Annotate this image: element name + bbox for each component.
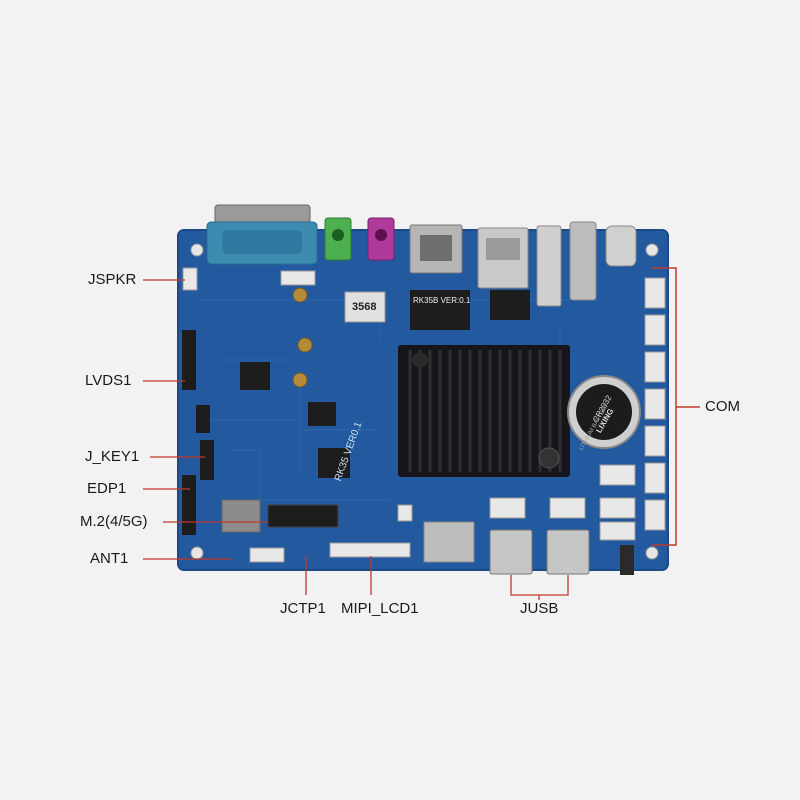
coin-battery <box>567 375 641 449</box>
label-m2: M.2(4/5G) <box>80 513 148 530</box>
lvds-header <box>182 330 196 390</box>
sticker-text: RK35B VER:0.1 <box>413 296 471 305</box>
mounting-holes <box>190 243 659 560</box>
m2-slot <box>267 504 339 528</box>
ram-chip <box>490 290 530 320</box>
db9-serial-connector <box>206 204 318 265</box>
usb-vertical-port <box>536 225 562 307</box>
usb-c-port <box>605 225 637 267</box>
label-lvds1: LVDS1 <box>85 372 132 389</box>
io-chip <box>308 402 336 426</box>
pmic-chip <box>240 362 270 390</box>
heatsink <box>398 345 570 477</box>
label-mipi-lcd1: MIPI_LCD1 <box>341 600 419 617</box>
mipi-lcd-connector <box>329 542 411 558</box>
sd-card-slot <box>423 521 475 563</box>
audio-codec-chip <box>318 448 350 478</box>
jctp-connector <box>249 547 285 563</box>
chip-marking-text: 3568 <box>352 301 377 313</box>
edp-header <box>182 475 196 535</box>
wifi-module <box>221 499 261 533</box>
label-ant1: ANT1 <box>90 550 129 567</box>
label-jctp1: JCTP1 <box>280 600 326 617</box>
callout-lines <box>143 279 569 600</box>
jkey-header <box>200 440 214 480</box>
label-jspkr: JSPKR <box>88 271 137 288</box>
pin-header-col <box>196 405 210 433</box>
soc-marking-chip <box>344 291 386 323</box>
capacitors <box>292 287 313 388</box>
label-com: COM <box>705 398 740 415</box>
label-jusb: JUSB <box>520 600 559 617</box>
top-small-connector <box>280 270 316 286</box>
usb-port-1 <box>489 529 533 575</box>
label-j-key1: J_KEY1 <box>85 448 140 465</box>
dc-power-jack <box>569 221 597 301</box>
jspkr-connector <box>182 267 198 291</box>
label-edp1: EDP1 <box>87 480 127 497</box>
usb-port-2 <box>546 529 590 575</box>
internal-connectors <box>397 464 636 541</box>
com-connectors <box>644 277 666 531</box>
com-bracket <box>652 267 700 546</box>
power-button <box>620 545 634 575</box>
emmc-chip <box>410 290 470 330</box>
